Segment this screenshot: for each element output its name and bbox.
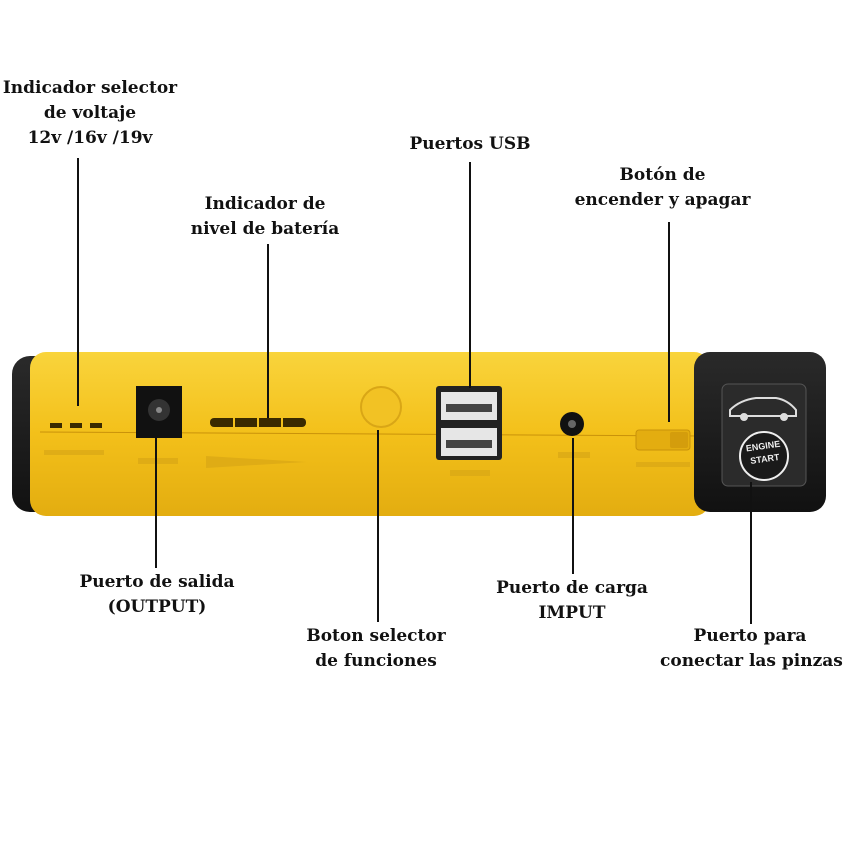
- battery-level-indicator: [206, 418, 306, 468]
- label-line: Puertos USB: [409, 134, 531, 154]
- label-power-button: Botón de encender y apagar: [570, 163, 755, 213]
- output-port-icon: [136, 386, 182, 464]
- usb-ports-icon: [436, 386, 502, 476]
- leader-clamp: [750, 482, 752, 624]
- label-line: conectar las pinzas: [660, 651, 843, 671]
- leader-power: [668, 222, 670, 422]
- leader-function: [377, 430, 379, 622]
- label-line: Puerto para: [693, 626, 807, 646]
- label-line: Puerto de salida: [79, 572, 235, 592]
- label-line: Boton selector: [306, 626, 446, 646]
- label-line: 12v /16v /19v: [27, 128, 153, 148]
- label-line: de funciones: [315, 651, 437, 671]
- label-line: Puerto de carga: [496, 578, 648, 598]
- label-clamp-port: Puerto para conectar las pinzas: [660, 624, 843, 674]
- label-line: de voltaje: [43, 103, 137, 123]
- label-charge-port: Puerto de carga IMPUT: [494, 576, 650, 626]
- label-battery-indicator: Indicador de nivel de batería: [180, 192, 350, 242]
- label-line: encender y apagar: [574, 190, 751, 210]
- label-voltage-indicator: Indicador selector de voltaje 12v /16v /…: [0, 76, 180, 151]
- leader-voltage: [77, 158, 79, 406]
- label-line: Indicador de: [204, 194, 326, 214]
- label-line: nivel de batería: [190, 219, 340, 239]
- label-function-button: Boton selector de funciones: [300, 624, 452, 674]
- leader-usb: [469, 162, 471, 388]
- leader-battery: [267, 244, 269, 418]
- engine-start-panel: [721, 383, 807, 487]
- car-icon: [729, 397, 797, 421]
- leader-charge: [572, 438, 574, 574]
- power-switch-icon: [635, 429, 691, 467]
- label-line: Botón de: [619, 165, 706, 185]
- label-line: Indicador selector: [2, 78, 178, 98]
- label-output-port: Puerto de salida (OUTPUT): [72, 570, 242, 620]
- function-button-icon: [360, 386, 402, 428]
- label-line: IMPUT: [538, 603, 606, 623]
- voltage-led-indicators: [44, 423, 104, 455]
- label-usb-ports: Puertos USB: [400, 132, 540, 157]
- charge-port-icon: [558, 412, 590, 458]
- leader-output: [155, 438, 157, 568]
- label-line: (OUTPUT): [107, 597, 207, 617]
